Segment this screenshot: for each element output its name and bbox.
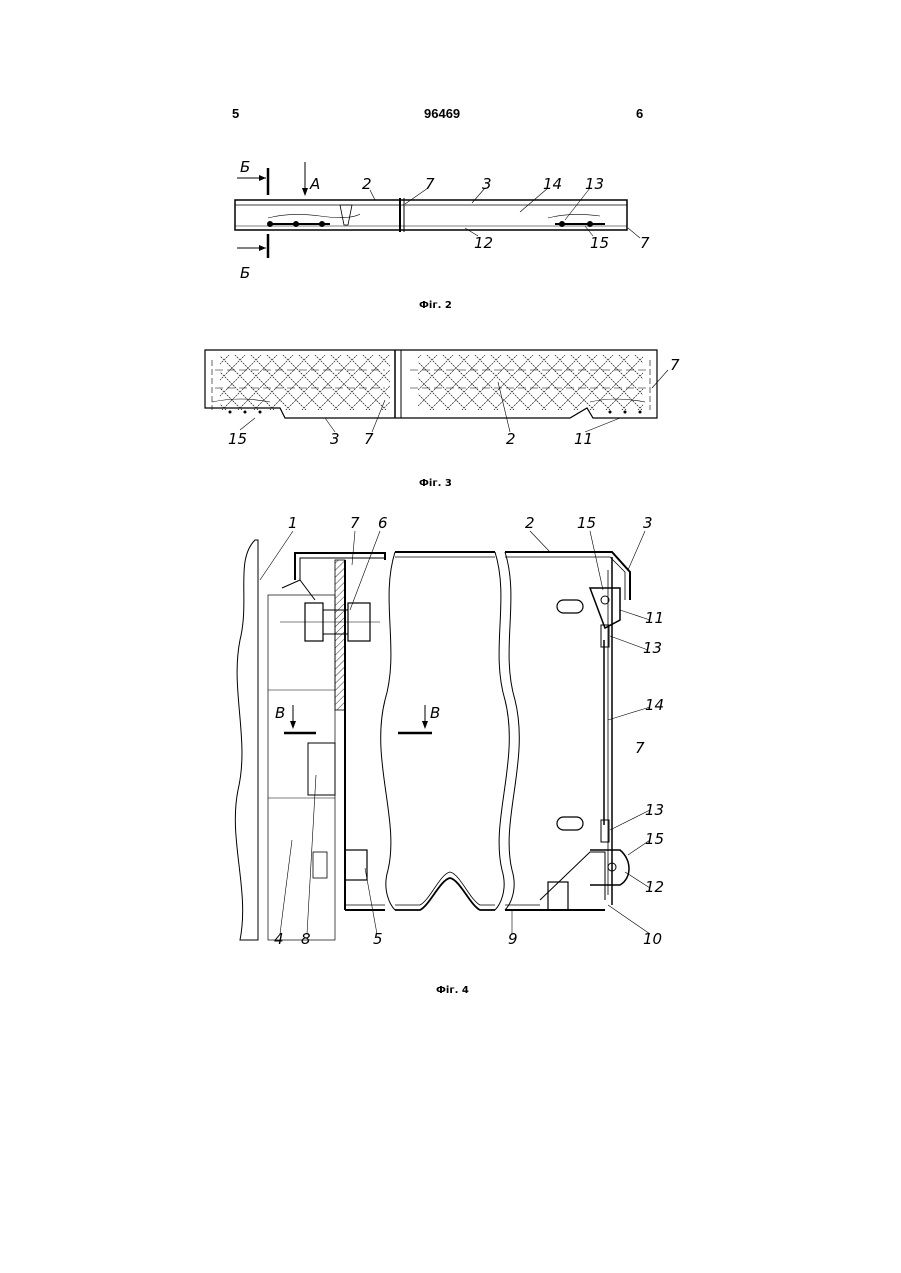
fig4-label-10: 10 xyxy=(643,930,662,948)
fig4-label-2: 2 xyxy=(525,514,535,532)
fig4-label-4: 4 xyxy=(274,930,284,948)
figure-4: 1 7 6 2 15 3 11 13 В В 14 7 13 15 12 4 8… xyxy=(235,514,664,948)
fig2-label-7a: 7 xyxy=(425,175,435,193)
fig4-label-B2: В xyxy=(430,704,440,722)
fig3-label-15: 15 xyxy=(228,430,247,448)
fig4-label-7b: 7 xyxy=(635,739,645,757)
fig4-label-15b: 15 xyxy=(645,830,664,848)
fig2-label-view: А xyxy=(309,175,320,193)
fig4-label-B1: В xyxy=(275,704,285,722)
fig4-label-8: 8 xyxy=(301,930,311,948)
fig2-label-3: 3 xyxy=(482,175,492,193)
fig3-label-7: 7 xyxy=(364,430,374,448)
fig4-label-15a: 15 xyxy=(577,514,596,532)
fig2-label-15: 15 xyxy=(590,234,609,252)
fig4-label-1: 1 xyxy=(288,514,298,532)
fig2-label-7b: 7 xyxy=(640,234,650,252)
fig4-label-7a: 7 xyxy=(350,514,360,532)
fig3-caption: Фіг. 3 xyxy=(419,478,452,489)
fig3-label-7-top: 7 xyxy=(670,356,680,374)
fig4-label-11: 11 xyxy=(645,609,664,627)
fig2-label-section: Б xyxy=(240,158,250,176)
fig2-label-13: 13 xyxy=(585,175,604,193)
fig4-label-13b: 13 xyxy=(645,801,664,819)
fig4-label-13a: 13 xyxy=(643,639,662,657)
fig3-label-2: 2 xyxy=(506,430,516,448)
fig4-caption: Фіг. 4 xyxy=(436,985,469,996)
fig2-label-section-bottom: Б xyxy=(240,264,250,282)
fig4-label-9: 9 xyxy=(508,930,518,948)
fig4-label-3: 3 xyxy=(643,514,653,532)
figure-2: Б Б А 2 7 3 14 13 12 15 7 xyxy=(235,158,650,282)
fig2-label-12: 12 xyxy=(474,234,493,252)
fig2-label-14: 14 xyxy=(543,175,562,193)
figure-3: 7 15 3 7 2 11 xyxy=(205,350,680,448)
fig4-label-6: 6 xyxy=(378,514,388,532)
fig3-label-11: 11 xyxy=(574,430,593,448)
fig2-caption: Фіг. 2 xyxy=(419,300,452,311)
fig3-label-3: 3 xyxy=(330,430,340,448)
fig4-label-14: 14 xyxy=(645,696,664,714)
fig2-label-2: 2 xyxy=(362,175,372,193)
fig4-label-5: 5 xyxy=(373,930,383,948)
fig4-label-12: 12 xyxy=(645,878,664,896)
